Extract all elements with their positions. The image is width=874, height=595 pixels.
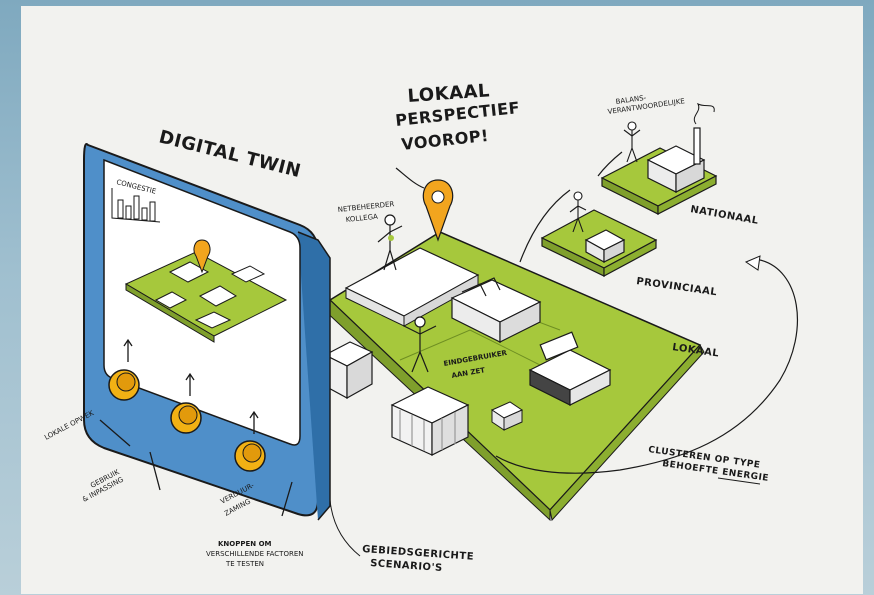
buttons-label-2: VERSCHILLENDE FACTOREN: [206, 550, 303, 558]
provincial-figure: [569, 191, 587, 233]
location-pin-icon: [422, 179, 454, 242]
screen-pin-icon: [193, 239, 211, 274]
office-building: [528, 331, 612, 406]
national-figure: [623, 121, 641, 163]
scenario-arrow: [329, 499, 361, 557]
smoke-icon: [693, 102, 715, 125]
neighbour-figure-accent: [388, 235, 394, 241]
neighbour-platform: [344, 214, 480, 327]
van-icon: [490, 401, 524, 431]
provincial-platform: [540, 209, 658, 278]
knob-verduurzaming: [234, 440, 266, 472]
knob-gebruik: [170, 402, 202, 434]
end-user-figure: [403, 316, 437, 373]
level-arrows: [395, 151, 799, 474]
buttons-label-1: KNOPPEN OM: [218, 540, 272, 548]
knob-arrows: [99, 338, 293, 517]
underline-energie: [717, 477, 761, 485]
buttons-label-3: TE TESTEN: [225, 560, 264, 568]
national-platform: [600, 127, 718, 215]
neighbour-label-2: KOLLEGA: [345, 213, 378, 224]
factory-building: [450, 277, 542, 343]
congestion-chart-icon: [111, 188, 161, 223]
scenario-label-2: SCENARIO'S: [370, 558, 443, 574]
screen-mini-platform: [124, 251, 288, 343]
arrow-head: [744, 255, 761, 271]
cube-building: [390, 386, 470, 456]
knob-lokale-opwek: [108, 369, 140, 401]
